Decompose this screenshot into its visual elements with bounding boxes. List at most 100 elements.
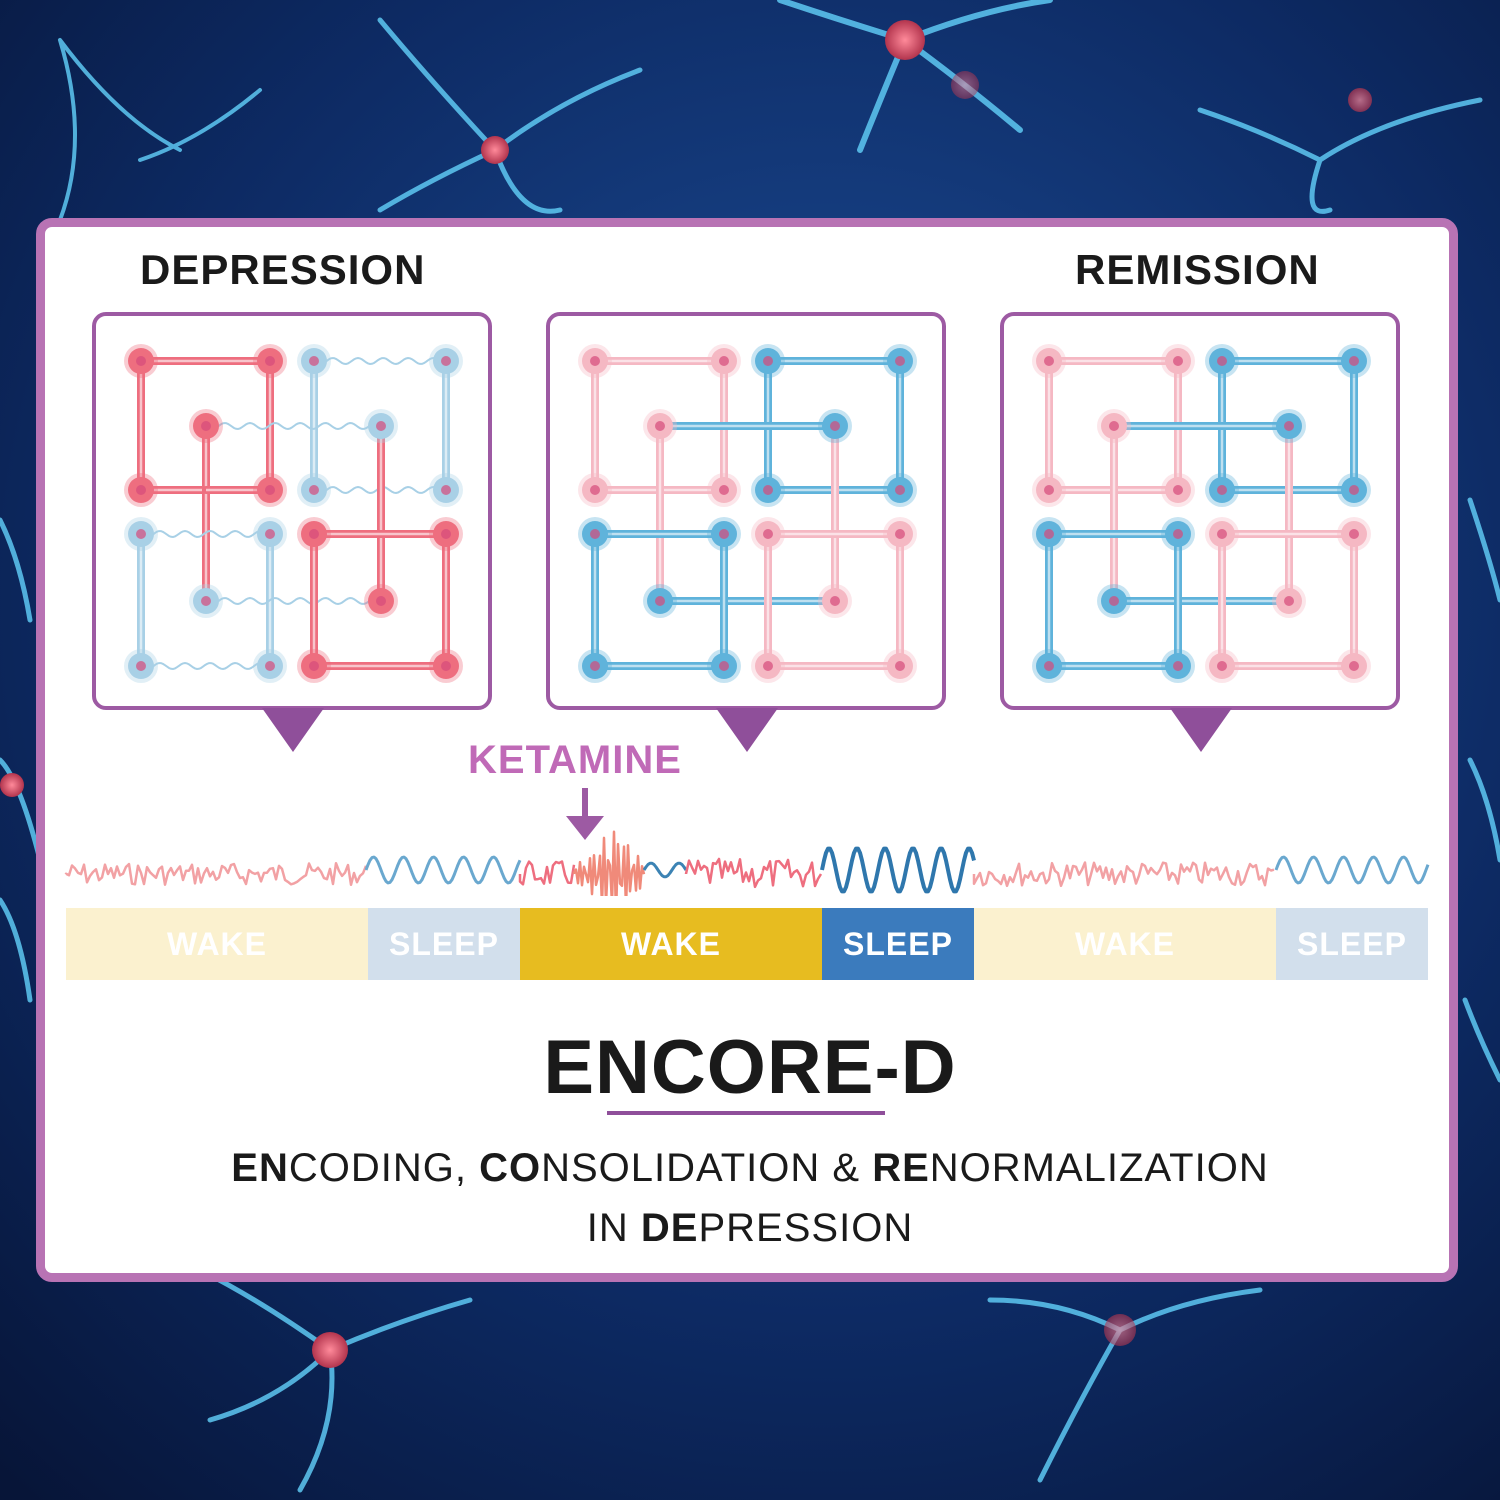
neuron-nucleus [830,596,840,606]
wave-wake-1 [64,861,368,887]
neuron-nucleus [1173,356,1183,366]
wave-wake-2-slow [642,861,688,879]
neuron-nucleus [265,485,275,495]
neuron-nucleus [376,421,386,431]
heading-depression: DEPRESSION [140,246,426,293]
phase-sleep-6: SLEEP [1276,908,1428,980]
neuron-nucleus [136,356,146,366]
neuron-nucleus [719,485,729,495]
subtitle-line-2: IN DEPRESSION [0,1206,1500,1251]
panel-pointer-depression [262,708,324,752]
brain-activity-waveform [64,830,1430,896]
network-remission-graphic [1032,344,1371,683]
neuron-nucleus [1284,421,1294,431]
neuron-nucleus [1173,485,1183,495]
neuron-nucleus [309,485,319,495]
subtitle-fragment: EN [231,1146,289,1190]
subtitle-fragment: CO [479,1146,542,1190]
neuron-nucleus [309,661,319,671]
weak-synapse-link [205,421,381,431]
neuron-nucleus [1109,421,1119,431]
neuron-nucleus [763,356,773,366]
phase-sleep-2: SLEEP [368,908,520,980]
neuron-nucleus [201,421,211,431]
weak-synapse-link [313,356,447,366]
phase-wake-3: WAKE [520,908,822,980]
neuron-nucleus [1044,529,1054,539]
subtitle-fragment: DE [640,1206,699,1250]
subtitle-fragment: NORMALIZATION [929,1146,1269,1190]
neuron-nucleus [136,661,146,671]
neuron-nucleus [590,529,600,539]
phase-wake-1: WAKE [66,908,368,980]
neuron-nucleus [441,529,451,539]
neuron-nucleus [1217,529,1227,539]
network-depression-graphic [124,344,463,683]
page-title: ENCORE-D [543,1025,957,1110]
wave-sleep-3 [1274,855,1430,885]
neuron-nucleus [655,596,665,606]
network-panel-ketamine [546,312,946,710]
neuron-nucleus [136,529,146,539]
neuron-nucleus [763,485,773,495]
wave-wake-2a [518,860,576,886]
panel-pointer-ketamine [716,708,778,752]
neuron-nucleus [1044,485,1054,495]
neuron-nucleus [1349,485,1359,495]
neuron-nucleus [1044,661,1054,671]
neuron-nucleus [1284,596,1294,606]
weak-synapse-link [140,661,270,671]
neuron-nucleus [719,356,729,366]
neuron-nucleus [441,661,451,671]
neuron-nucleus [719,661,729,671]
subtitle-line-1: ENCODING, CONSOLIDATION & RENORMALIZATIO… [0,1146,1500,1191]
neuron-nucleus [376,596,386,606]
network-panel-remission [1000,312,1400,710]
neuron-nucleus [309,529,319,539]
ketamine-label: KETAMINE [468,738,682,782]
neuron-nucleus [1109,596,1119,606]
neuron-nucleus [895,529,905,539]
heading-remission: REMISSION [1075,246,1320,293]
phase-wake-5: WAKE [974,908,1276,980]
neuron-nucleus [830,421,840,431]
neuron-nucleus [1044,356,1054,366]
subtitle-fragment: CODING, [288,1146,480,1190]
weak-synapse-link [205,596,381,606]
phase-sleep-4: SLEEP [822,908,974,980]
wave-wake-3 [972,861,1275,888]
neuron-nucleus [895,356,905,366]
neuron-nucleus [895,661,905,671]
neuron-nucleus [1173,661,1183,671]
wave-sleep-2 [820,846,976,894]
wave-wake-2b [684,857,823,889]
network-ketamine-graphic [578,344,917,683]
neuron-nucleus [590,356,600,366]
neuron-nucleus [441,356,451,366]
weak-synapse-link [140,529,270,539]
subtitle-fragment: RE [872,1146,930,1190]
neuron-nucleus [1217,661,1227,671]
wave-ketamine-burst [572,830,646,896]
neuron-nucleus [763,529,773,539]
neuron-nucleus [895,485,905,495]
neuron-nucleus [201,596,211,606]
neuron-nucleus [1217,485,1227,495]
ketamine-arrow-icon [566,788,604,840]
subtitle-fragment: NSOLIDATION & [541,1146,873,1190]
neuron-nucleus [309,356,319,366]
neuron-nucleus [265,661,275,671]
neuron-nucleus [265,356,275,366]
neuron-nucleus [655,421,665,431]
neuron-nucleus [1349,661,1359,671]
neuron-nucleus [265,529,275,539]
panel-pointer-remission [1170,708,1232,752]
neuron-nucleus [763,661,773,671]
neuron-nucleus [1217,356,1227,366]
neuron-nucleus [719,529,729,539]
subtitle-fragment: IN [586,1206,641,1250]
neuron-nucleus [590,661,600,671]
neuron-nucleus [1349,529,1359,539]
neuron-nucleus [590,485,600,495]
neuron-nucleus [441,485,451,495]
